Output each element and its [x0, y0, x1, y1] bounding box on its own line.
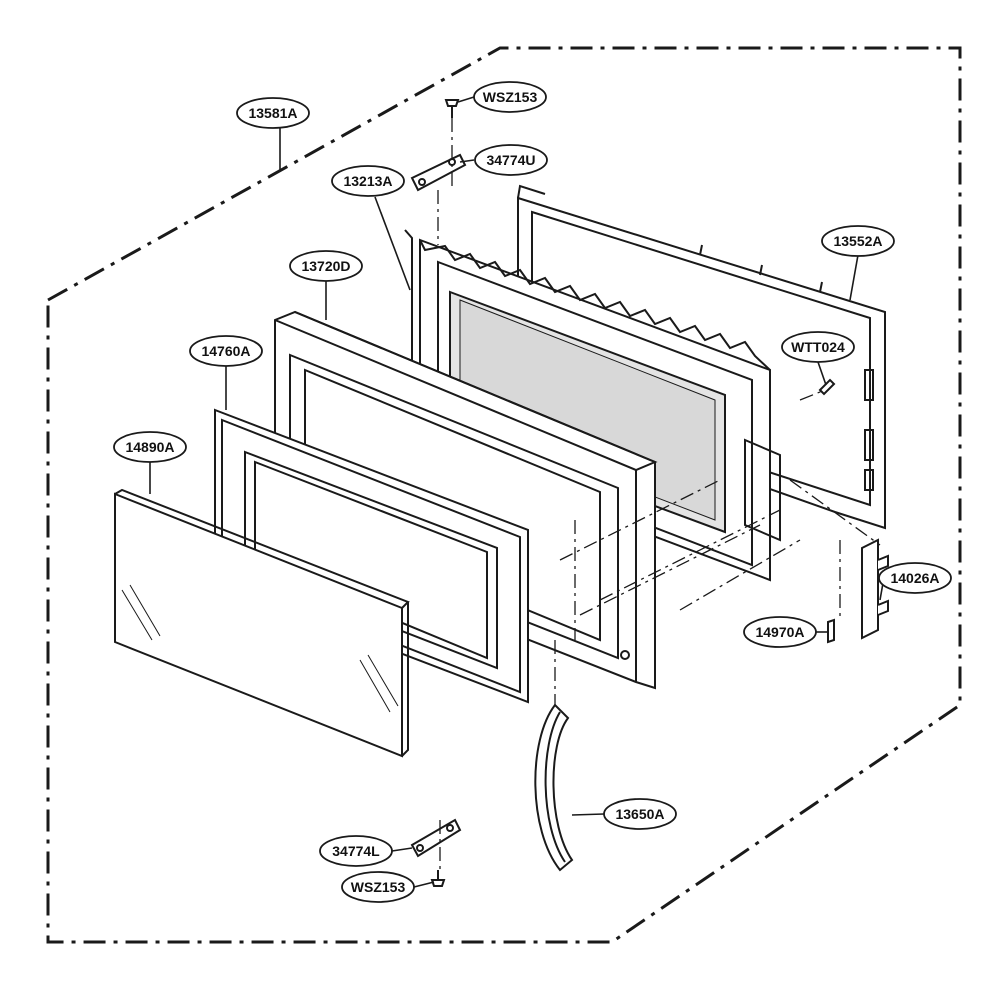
door-glass-part [114, 488, 410, 758]
callout-label-14890a: 14890A [125, 439, 174, 455]
callout-label-13650a: 13650A [615, 806, 664, 822]
callout-label-13213a: 13213A [343, 173, 392, 189]
latch-part [827, 538, 889, 644]
callout-label-wsz153-top: WSZ153 [483, 89, 538, 105]
callout-label-14026a: 14026A [890, 570, 939, 586]
door-handle-part [534, 703, 574, 872]
callout-label-13552a: 13552A [833, 233, 882, 249]
callout-label-34774u: 34774U [486, 152, 535, 168]
callout-label-34774l: 34774L [332, 843, 380, 859]
callout-label-wsz153-bottom: WSZ153 [351, 879, 406, 895]
screw-parts [430, 99, 836, 887]
callout-bubbles [113, 81, 952, 903]
callout-label-wtt024: WTT024 [791, 339, 845, 355]
bottom-hinge-part [410, 818, 462, 858]
callout-label-14760a: 14760A [201, 343, 250, 359]
leader-lines [149, 96, 884, 888]
callout-label-14970a: 14970A [755, 624, 804, 640]
callout-label-13581a: 13581A [248, 105, 297, 121]
door-gasket-part [214, 408, 529, 704]
callout-label-13720d: 13720D [301, 258, 350, 274]
top-hinge-part [410, 153, 467, 192]
alignment-lines [437, 118, 881, 870]
assembly-boundary [46, 46, 962, 944]
